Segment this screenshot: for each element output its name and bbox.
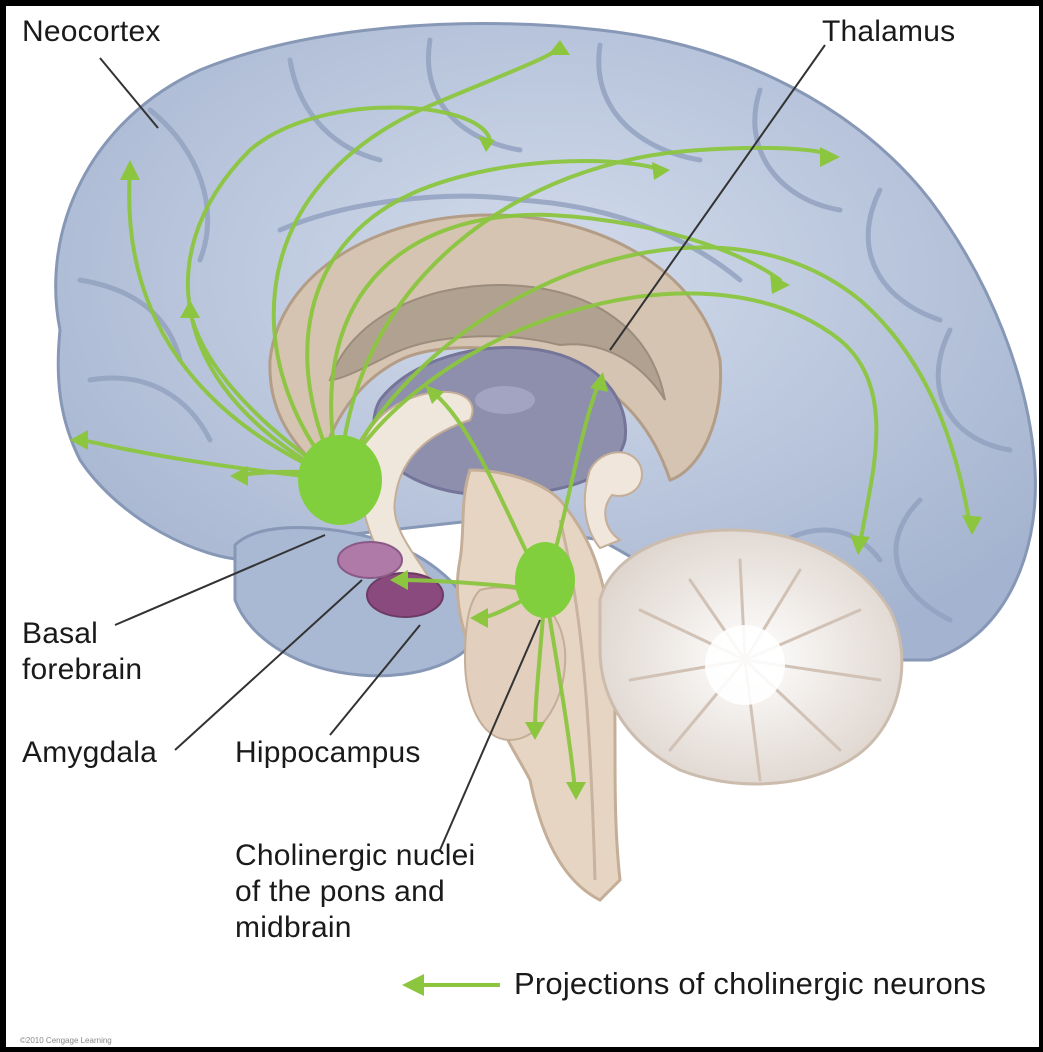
hippocampus-region	[338, 542, 402, 578]
frame-border-left	[0, 0, 6, 1052]
label-amygdala: Amygdala	[22, 735, 157, 771]
thalamus-highlight	[475, 386, 535, 414]
frame-border-top	[0, 0, 1043, 6]
label-basal-forebrain: Basal forebrain	[22, 616, 142, 688]
label-neocortex: Neocortex	[22, 14, 161, 50]
legend-label: Projections of cholinergic neurons	[514, 965, 986, 1002]
frame-border-right	[1039, 0, 1043, 1052]
cerebellum-core	[705, 625, 785, 705]
copyright-credit: ©2010 Cengage Learning	[20, 1036, 112, 1045]
label-thalamus: Thalamus	[822, 14, 955, 50]
pontine-nucleus	[515, 542, 575, 618]
frame-border-bottom	[0, 1047, 1043, 1052]
label-cholinergic-nuclei: Cholinergic nuclei of the pons and midbr…	[235, 838, 475, 946]
label-hippocampus: Hippocampus	[235, 735, 421, 771]
legend-arrow-icon	[402, 974, 500, 996]
basal-forebrain-nucleus	[298, 435, 382, 525]
